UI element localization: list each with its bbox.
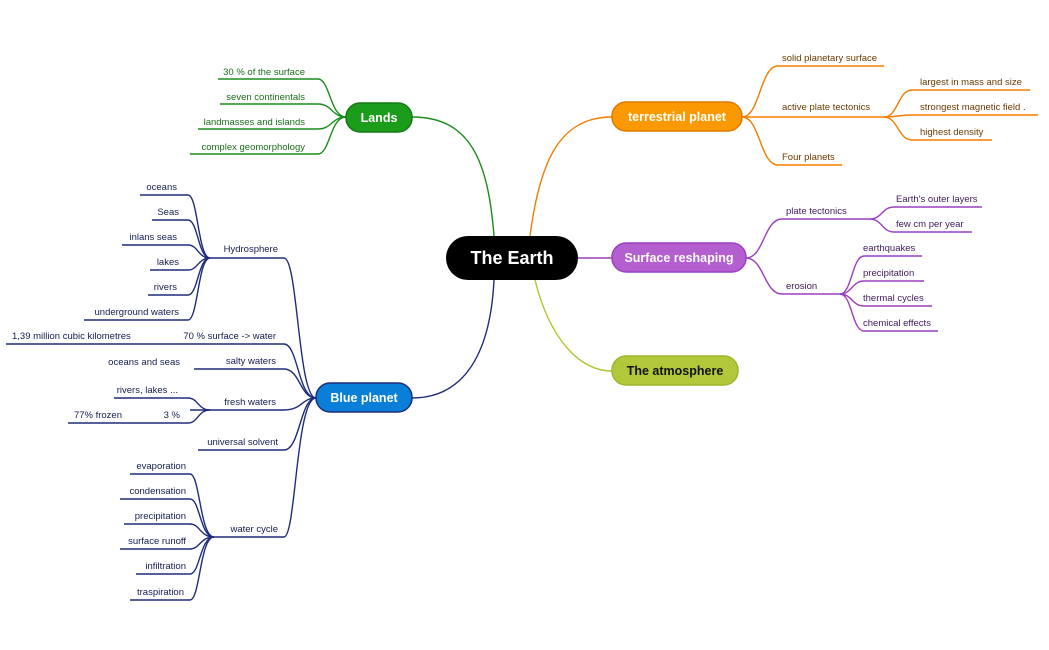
hydro-leaf: oceans — [146, 182, 177, 193]
terrestrial-node[interactable]: terrestrial planet — [611, 101, 743, 132]
cycle-leaf: precipitation — [135, 511, 186, 522]
surface-leaves: plate tectonics erosion Earth's outer la… — [786, 194, 978, 329]
hydro-leaf: underground waters — [95, 307, 180, 318]
solvent-label: universal solvent — [207, 437, 278, 448]
surface70-label: 70 % surface -> water — [183, 331, 276, 342]
atmosphere-label: The atmosphere — [627, 364, 724, 378]
terrestrial-leaf: solid planetary surface — [782, 53, 877, 64]
terrestrial-leaf: largest in mass and size — [920, 77, 1022, 88]
terrestrial-label: terrestrial planet — [628, 110, 727, 124]
salty-item: oceans and seas — [108, 357, 180, 368]
lands-leaf: seven continentals — [226, 92, 305, 103]
lands-branch — [190, 78, 347, 155]
fresh-label: fresh waters — [224, 397, 276, 408]
center-label: The Earth — [470, 248, 553, 268]
hydrosphere-label: Hydrosphere — [224, 244, 278, 255]
lands-leaf: landmasses and islands — [204, 117, 306, 128]
cycle-label: water cycle — [229, 524, 278, 535]
terrestrial-branch — [741, 65, 1038, 166]
center-node[interactable]: The Earth — [446, 236, 578, 280]
lands-label: Lands — [361, 111, 398, 125]
frozen-label: 77% frozen — [74, 410, 122, 421]
surface-leaf: chemical effects — [863, 318, 931, 329]
terrestrial-leaf: Four planets — [782, 152, 835, 163]
cycle-leaf: surface runoff — [128, 536, 186, 547]
lands-leaf: 30 % of the surface — [223, 67, 305, 78]
volume-label: 1,39 million cubic kilometres — [12, 331, 131, 342]
surface-leaf: few cm per year — [896, 219, 964, 230]
blue-leaves: Hydrosphere 70 % surface -> water 1,39 m… — [12, 182, 278, 598]
hydro-leaf: inlans seas — [129, 232, 177, 243]
hydro-leaf: Seas — [157, 207, 179, 218]
surface-leaf: Earth's outer layers — [896, 194, 978, 205]
terrestrial-leaf: highest density — [920, 127, 984, 138]
lands-leaves: 30 % of the surface seven continentals l… — [201, 67, 305, 153]
surface-label: Surface reshaping — [624, 251, 733, 265]
three-percent-label: 3 % — [164, 410, 181, 421]
cycle-leaf: condensation — [129, 486, 186, 497]
lands-leaf: complex geomorphology — [201, 142, 305, 153]
surface-leaf: earthquakes — [863, 243, 916, 254]
lands-node[interactable]: Lands — [345, 102, 413, 133]
hydro-leaf: lakes — [157, 257, 179, 268]
atmosphere-node[interactable]: The atmosphere — [611, 355, 739, 386]
surface-leaf: thermal cycles — [863, 293, 924, 304]
surface-leaf: erosion — [786, 281, 817, 292]
salty-label: salty waters — [226, 356, 276, 367]
terrestrial-leaves: solid planetary surface active plate tec… — [782, 53, 1026, 163]
blue-branch — [6, 194, 317, 601]
terrestrial-leaf: strongest magnetic field . — [920, 102, 1026, 113]
cycle-leaf: infiltration — [145, 561, 186, 572]
blue-node[interactable]: Blue planet — [315, 382, 413, 413]
edge-center-blue — [411, 279, 495, 399]
cycle-leaf: evaporation — [136, 461, 186, 472]
blue-label: Blue planet — [330, 391, 398, 405]
surface-branch — [745, 206, 982, 332]
rivers-lakes-label: rivers, lakes ... — [117, 385, 178, 396]
surface-leaf: precipitation — [863, 268, 914, 279]
surface-node[interactable]: Surface reshaping — [611, 242, 747, 273]
terrestrial-leaf: active plate tectonics — [782, 102, 870, 113]
edge-center-terrestrial — [529, 116, 613, 237]
cycle-leaf: traspiration — [137, 587, 184, 598]
edge-center-atmosphere — [534, 279, 613, 372]
edge-center-lands — [411, 116, 495, 237]
hydro-leaf: rivers — [154, 282, 177, 293]
surface-leaf: plate tectonics — [786, 206, 847, 217]
